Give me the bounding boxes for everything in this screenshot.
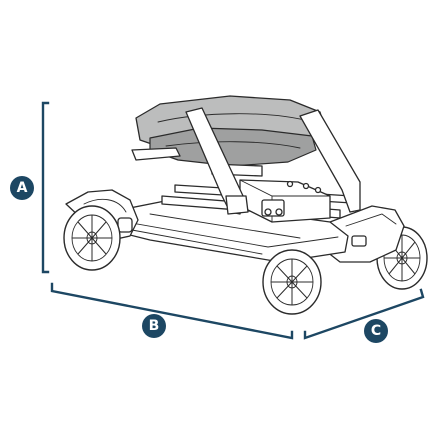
dimension-c-badge xyxy=(364,319,388,343)
mobility-scooter-icon xyxy=(63,95,428,315)
dimension-a-line xyxy=(41,101,50,274)
dimension-c-label: C xyxy=(371,323,381,339)
dimension-a: A xyxy=(10,101,50,274)
dimension-a-badge xyxy=(10,176,34,200)
dimension-c-line xyxy=(303,288,425,340)
dimension-a-label: A xyxy=(17,180,28,196)
dimension-b: B xyxy=(50,282,294,340)
seat-back xyxy=(149,127,317,167)
left-armrest xyxy=(131,147,181,161)
dimension-b-badge xyxy=(142,314,166,338)
dimension-b-label: B xyxy=(149,318,160,334)
dimension-b-line xyxy=(50,282,294,340)
dimension-c: C xyxy=(303,288,425,343)
rear-left-wheel xyxy=(262,249,322,315)
tiller-left xyxy=(185,107,245,215)
right-armrest xyxy=(299,109,361,213)
front-wheel xyxy=(63,205,121,271)
